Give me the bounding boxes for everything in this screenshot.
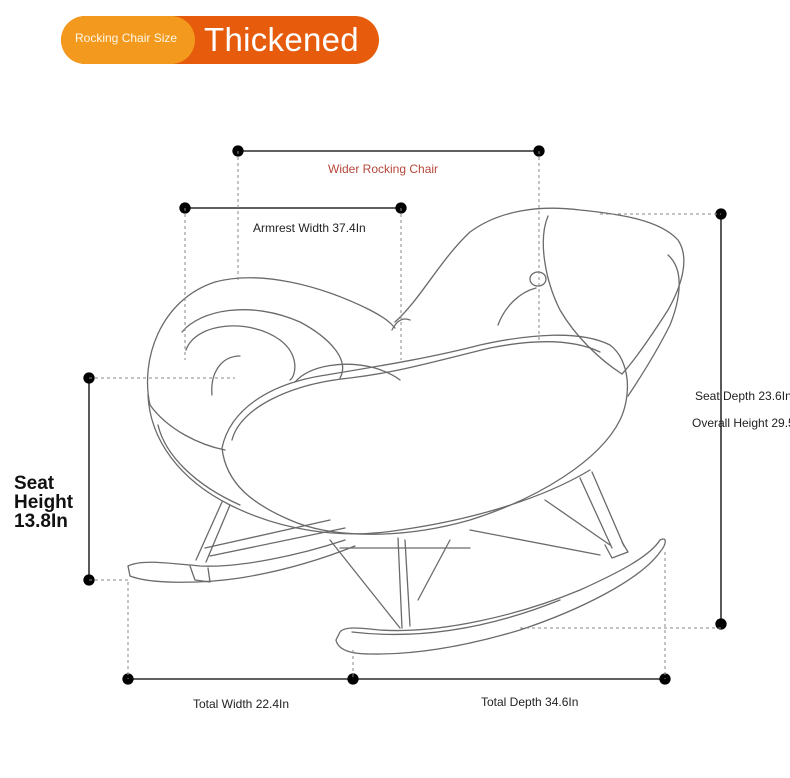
dim-height-dot-bottom: [715, 618, 727, 630]
chair-rocker-right-foot: [604, 541, 629, 559]
seat-depth-label: Seat Depth 23.6In: [695, 389, 790, 403]
badge-left-segment: [61, 16, 195, 64]
chair-leg-left-rear: [195, 501, 231, 563]
chair-rocker-left: [127, 539, 356, 583]
chair-seat-top: [231, 340, 601, 441]
chair-seat-roll: [294, 363, 401, 383]
chair-shell-outer: [147, 394, 591, 535]
badge-title: Thickened: [204, 21, 359, 58]
wider-rocking-chair-label: Wider Rocking Chair: [328, 162, 439, 176]
chair-leg-left-brace: [204, 519, 346, 557]
total-depth-label: Total Depth 34.6In: [481, 695, 579, 709]
seat-height-label: Seat Height 13.8In: [14, 474, 73, 531]
chair-armrest-left: [146, 277, 396, 406]
chair-leg-center-brace: [339, 539, 471, 601]
seat-height-line-1: Seat: [14, 473, 55, 494]
chair-shell-mid: [157, 424, 241, 506]
badge-small-text: Rocking Chair Size: [75, 31, 178, 45]
seat-height-line-3: 13.8In: [14, 511, 68, 532]
chair-back-inner: [542, 215, 623, 375]
chair-seat-cushion-left: [185, 325, 296, 381]
rocking-chair-illustration: [127, 207, 685, 655]
seat-height-line-2: Height: [14, 492, 74, 513]
dashed-guides: [89, 151, 721, 679]
chair-leg-right: [544, 471, 625, 549]
chair-back-outer: [627, 254, 680, 397]
chair-leg-right-brace: [469, 529, 601, 556]
chair-leg-center: [329, 537, 411, 629]
badge: Rocking Chair Size Thickened: [61, 16, 379, 64]
chair-rocker-right-inner: [351, 599, 561, 636]
chair-button: [529, 271, 547, 287]
chair-back-cushion: [394, 207, 685, 375]
overall-height-label: Overall Height 29.5: [692, 416, 790, 430]
chair-seat-cushion-left-lower: [149, 355, 241, 451]
armrest-width-label: Armrest Width 37.4In: [253, 221, 366, 235]
chair-back-lower: [391, 287, 537, 331]
chair-rocker-right: [335, 538, 666, 655]
dimension-lines: [83, 145, 727, 685]
chair-armrest-left-inner: [181, 309, 344, 379]
total-width-label: Total Width 22.4In: [193, 697, 290, 711]
chair-rocker-left-end: [189, 565, 211, 583]
chair-seat-front: [221, 334, 629, 535]
